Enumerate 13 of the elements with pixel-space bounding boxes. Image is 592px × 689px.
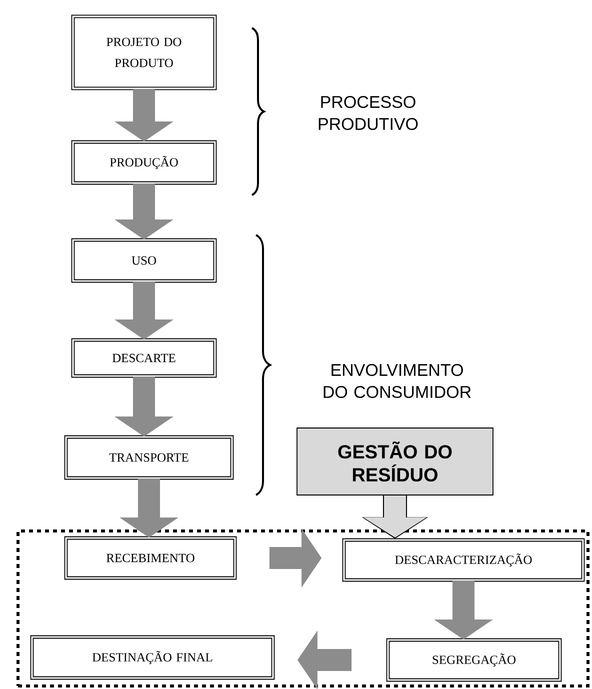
process-box: TRANSPORTE	[64, 435, 234, 480]
dotted-region	[16, 530, 590, 688]
process-box: DESCARACTERIZAÇÃO	[342, 538, 585, 582]
brace-label: PROCESSO PRODUTIVO	[318, 96, 418, 130]
callout-box: GESTÃO DO RESÍDUO	[296, 428, 494, 496]
process-box: SEGREGAÇÃO	[386, 638, 562, 682]
process-box: USO	[71, 238, 217, 283]
brace-label: ENVOLVIMENTO DO CONSUMIDOR	[324, 364, 471, 398]
process-box: PROJETO DO PRODUTO	[71, 14, 217, 90]
process-box: DESCARTE	[71, 338, 217, 378]
process-box: DESTINAÇÃO FINAL	[30, 635, 275, 680]
process-box: RECEBIMENTO	[64, 536, 237, 580]
process-box: PRODUÇÃO	[71, 140, 217, 185]
